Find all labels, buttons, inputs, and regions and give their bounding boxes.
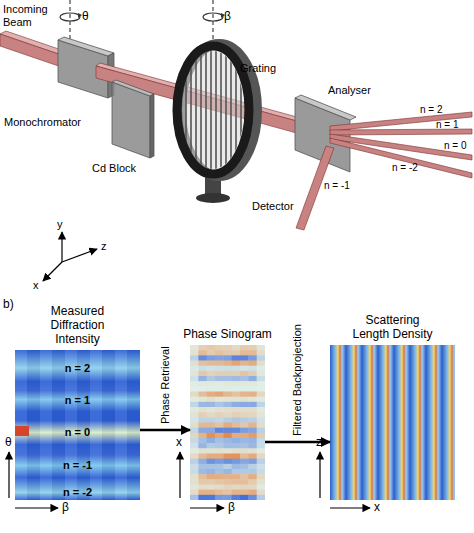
intensity-peak (15, 426, 29, 436)
rotation-symbol (78, 13, 82, 18)
axis-arrow (8, 452, 9, 498)
grating-line (200, 40, 202, 180)
part-label: n = 1 (436, 119, 459, 131)
heatmap-panel: Scattering Length Density (330, 345, 455, 500)
process-arrow (140, 429, 190, 432)
panel-title: Phase Sinogram (168, 327, 288, 341)
part-label: θ (82, 10, 89, 24)
grating-line (220, 40, 222, 180)
part-label: n = 0 (444, 140, 467, 152)
cd-block (150, 94, 154, 158)
part-label: x (33, 279, 39, 292)
part-label: x (176, 436, 182, 450)
part-label: n = -1 (324, 180, 350, 192)
grating-line (205, 40, 207, 180)
axis-arrow (62, 249, 97, 262)
part-label: β (62, 501, 69, 515)
panel-title: Scattering Length Density (349, 313, 437, 341)
part-label: β (224, 10, 231, 24)
axis-arrow (43, 262, 62, 281)
order-label: n = -1 (15, 458, 140, 472)
grating-ring (177, 46, 249, 174)
axis-arrow (330, 507, 370, 508)
part-label: Analyser (328, 84, 371, 97)
heatmap-panel: Phase Sinogram (190, 345, 265, 500)
cd-block (112, 80, 154, 96)
axis-arrow (190, 507, 224, 508)
monochromator-crystal (58, 37, 114, 56)
part-label: y (57, 218, 63, 231)
axis-arrow (61, 232, 62, 262)
analyser-crystal (295, 95, 356, 120)
order-label: n = 0 (15, 425, 140, 439)
part-label: Monochromator (4, 116, 81, 129)
axis-arrow (319, 452, 320, 498)
diffracted-beam (330, 112, 472, 131)
grating-stand (196, 193, 230, 203)
part-label: Incoming Beam (3, 3, 55, 28)
part-label: θ (5, 436, 12, 450)
axis-arrow (15, 507, 58, 508)
part-label: z (316, 436, 322, 450)
panel-title: Measured Diffraction Intensity (28, 304, 128, 346)
grating-line (195, 40, 197, 180)
part-label: b) (3, 298, 14, 312)
rotation-symbol (203, 13, 223, 21)
part-label: Grating (240, 62, 276, 75)
part-label: x (374, 501, 380, 515)
rotation-symbol (60, 13, 80, 21)
process-arrow (265, 441, 330, 444)
order-label: n = 1 (15, 393, 140, 407)
order-label: n = 2 (15, 361, 140, 375)
step-label: Filtered Backprojection (291, 324, 304, 436)
grating-line (210, 40, 212, 180)
step-label: Phase Retrieval (159, 346, 172, 424)
rotation-axis (212, 0, 213, 46)
part-label: β (228, 501, 235, 515)
sinogram-heatmap (190, 345, 265, 500)
part-label: Detector (252, 200, 294, 213)
grating-line (225, 40, 227, 180)
part-label: Cd Block (92, 162, 136, 175)
order-label: n = -2 (15, 485, 140, 499)
part-label: z (101, 240, 107, 253)
diffracted-beam (330, 138, 472, 178)
part-label: n = 2 (420, 104, 443, 116)
grating-line (215, 40, 217, 180)
part-label: n = -2 (392, 162, 418, 174)
heatmap-panel: Measured Diffraction Intensityn = 2n = 1… (15, 350, 140, 500)
axis-arrow (179, 452, 180, 498)
